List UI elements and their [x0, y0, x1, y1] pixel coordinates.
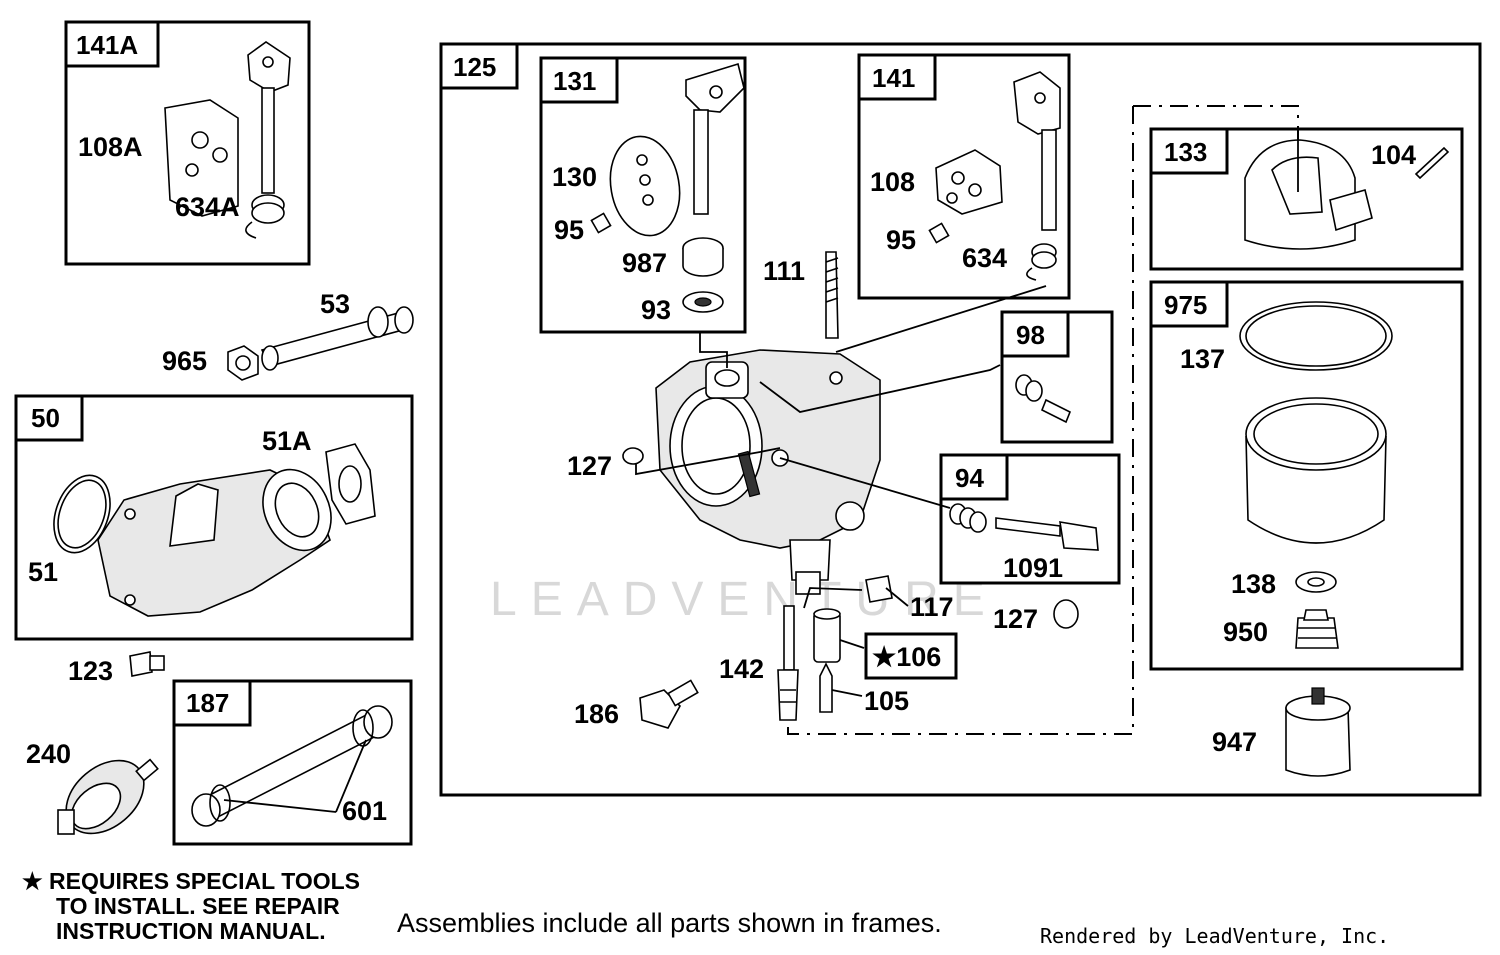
- label-111: 111: [763, 256, 805, 286]
- special-tool-box-106: [864, 632, 958, 680]
- frame-label-141: 141: [872, 63, 915, 93]
- frame-125: 125: [439, 42, 1482, 797]
- float-bowl-975: [1245, 397, 1387, 544]
- washer-138: [1295, 571, 1337, 593]
- frame-label-131: 131: [553, 66, 596, 96]
- bolt-950: [1295, 609, 1339, 649]
- label-987: 987: [622, 248, 667, 278]
- label-186: 186: [574, 699, 619, 729]
- frame-187: 187: [172, 679, 413, 846]
- main-jet-142: [777, 605, 799, 721]
- label-123: 123: [68, 656, 113, 686]
- choke-shaft-141a: [247, 41, 291, 194]
- label-106: ★106: [872, 642, 941, 672]
- fuel-hose-187: [191, 705, 393, 827]
- intake-stud-53: [260, 306, 414, 371]
- seat-106: [813, 608, 841, 663]
- frame-133: 133: [1149, 127, 1464, 271]
- assemblies-note: Assemblies include all parts shown in fr…: [397, 908, 942, 938]
- label-117: 117: [910, 592, 954, 622]
- frame-94: 94: [939, 453, 1121, 585]
- screw-111: [825, 251, 839, 339]
- label-51a: 51A: [262, 426, 312, 456]
- label-104: 104: [1371, 140, 1416, 170]
- frame-label-125: 125: [453, 52, 496, 82]
- spring-634a: [245, 194, 285, 239]
- special-tools-note-line1: ★ REQUIRES SPECIAL TOOLS: [22, 868, 360, 894]
- screw-95-a: [590, 212, 612, 234]
- frame-label-975: 975: [1164, 290, 1207, 320]
- frame-label-187: 187: [186, 688, 229, 718]
- label-95-b: 95: [886, 225, 916, 255]
- idle-screw-98: [1015, 374, 1072, 424]
- label-634a: 634A: [175, 192, 240, 222]
- fitting-117: [865, 575, 893, 603]
- choke-shaft-141: [1013, 71, 1061, 231]
- frame-label-141a: 141A: [76, 30, 138, 60]
- label-950: 950: [1223, 617, 1268, 647]
- frame-label-94: 94: [955, 463, 984, 493]
- screw-123: [129, 651, 165, 677]
- choke-plate-108: [935, 149, 1003, 215]
- frame-131: 131: [539, 56, 747, 334]
- label-965: 965: [162, 346, 207, 376]
- idle-mixture-screw-94: [949, 503, 1099, 551]
- spring-634: [1026, 243, 1057, 281]
- fitting-186: [639, 679, 699, 729]
- frame-label-50: 50: [31, 403, 60, 433]
- choke-plate-108a: [164, 99, 239, 217]
- gasket-51a: [325, 443, 376, 525]
- seal-987: [682, 237, 724, 277]
- label-127-a: 127: [567, 451, 612, 481]
- label-137: 137: [1180, 344, 1225, 374]
- watermark: LEADVENTURE: [490, 573, 999, 626]
- label-51: 51: [28, 557, 58, 587]
- frame-98: 98: [1000, 310, 1114, 444]
- float-133: [1244, 139, 1373, 250]
- frame-label-133: 133: [1164, 137, 1207, 167]
- label-947: 947: [1212, 727, 1257, 757]
- label-127-b: 127: [993, 604, 1038, 634]
- frame-141: 141: [857, 53, 1071, 300]
- frame-141a: 141A: [64, 20, 311, 266]
- label-1091: 1091: [1003, 553, 1063, 583]
- rendered-by-credit: Rendered by LeadVenture, Inc.: [1040, 924, 1389, 948]
- screw-95-b: [928, 222, 950, 244]
- nut-965: [227, 345, 259, 381]
- solenoid-947: [1285, 687, 1351, 777]
- label-108a: 108A: [78, 132, 143, 162]
- frame-label-98: 98: [1016, 320, 1045, 350]
- needle-105: [819, 662, 833, 713]
- label-601: 601: [342, 796, 387, 826]
- frame-975: 975: [1149, 280, 1464, 671]
- label-142: 142: [719, 654, 764, 684]
- label-138: 138: [1231, 569, 1276, 599]
- seal-93: [682, 291, 724, 313]
- pin-104: [1414, 146, 1450, 180]
- gasket-137: [1239, 301, 1393, 371]
- carburetor-body: [655, 349, 881, 595]
- throttle-plate-130: [609, 135, 681, 237]
- label-95-a: 95: [554, 215, 584, 245]
- fuel-filter-240: [57, 758, 159, 835]
- label-108: 108: [870, 167, 915, 197]
- plug-127-a: [622, 447, 644, 465]
- label-53: 53: [320, 289, 350, 319]
- intake-elbow-51: [97, 468, 332, 617]
- frame-50: 50: [14, 394, 414, 641]
- special-tools-note-line3: INSTRUCTION MANUAL.: [56, 918, 326, 944]
- o-ring-51: [53, 474, 111, 554]
- label-130: 130: [552, 162, 597, 192]
- special-tools-note-line2: TO INSTALL. SEE REPAIR: [56, 893, 340, 919]
- label-240: 240: [26, 739, 71, 769]
- label-93: 93: [641, 295, 671, 325]
- plug-127-b: [1053, 599, 1079, 629]
- label-105: 105: [864, 686, 909, 716]
- label-634: 634: [962, 243, 1007, 273]
- throttle-shaft-131: [685, 62, 745, 215]
